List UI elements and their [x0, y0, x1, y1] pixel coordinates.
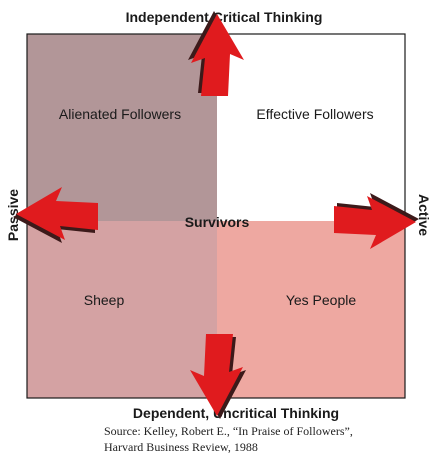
label-effective-followers: Effective Followers	[256, 106, 373, 122]
label-sheep: Sheep	[84, 292, 125, 308]
axis-label-bottom: Dependent, Uncritical Thinking	[133, 405, 339, 421]
label-survivors: Survivors	[185, 214, 250, 230]
source-line-1: Source: Kelley, Robert E., “In Praise of…	[104, 424, 353, 438]
quadrant-sheep	[27, 221, 217, 398]
source-line-2: Harvard Business Review, 1988	[104, 440, 258, 454]
label-alienated-followers: Alienated Followers	[59, 106, 181, 122]
quadrant-yes-people	[217, 221, 405, 398]
axis-label-right: Active	[416, 194, 432, 236]
quadrant-effective	[217, 34, 405, 221]
axis-label-top: Independent Critical Thinking	[126, 9, 323, 25]
axis-label-left: Passive	[5, 189, 21, 241]
label-yes-people: Yes People	[286, 292, 357, 308]
